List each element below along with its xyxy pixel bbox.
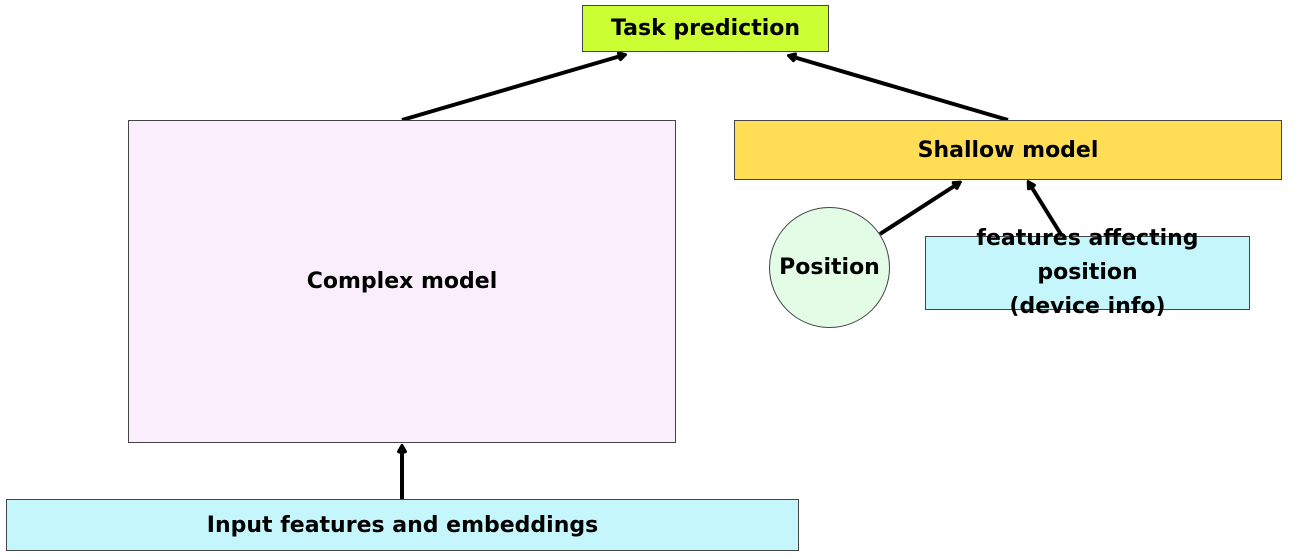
position-features-label-line1: features affecting position <box>976 226 1199 285</box>
position-node: Position <box>769 207 890 328</box>
edge-shallow-to-task <box>790 56 1009 122</box>
input-features-label: Input features and embeddings <box>206 512 599 538</box>
position-features-label-line2: (device info) <box>1009 294 1166 319</box>
task-prediction-label: Task prediction <box>610 16 801 41</box>
complex-model-node: Complex model <box>128 120 676 443</box>
edge-complex-to-task <box>401 55 624 122</box>
complex-model-label: Complex model <box>306 269 498 294</box>
shallow-model-label: Shallow model <box>917 137 1099 163</box>
shallow-model-node: Shallow model <box>734 120 1282 180</box>
input-features-node: Input features and embeddings <box>6 499 799 551</box>
task-prediction-node: Task prediction <box>582 5 829 52</box>
position-features-node: features affecting position (device info… <box>925 226 1250 319</box>
position-label: Position <box>779 255 880 280</box>
